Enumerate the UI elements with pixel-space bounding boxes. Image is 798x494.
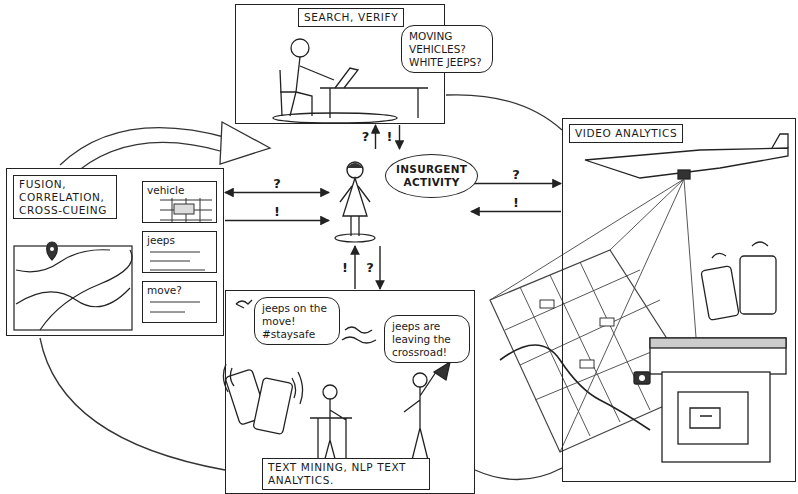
social-sketch — [236, 300, 252, 308]
tweet-text: jeeps are leaving the crossroad! — [392, 320, 462, 358]
connector-group — [225, 125, 561, 289]
tweet-text: jeeps on the move! #staysafe — [262, 302, 332, 340]
panel-ground — [225, 290, 475, 494]
panel-heading: SEARCH, VERIFY — [298, 8, 404, 27]
social-sketch — [223, 364, 302, 404]
search-panel: SEARCH, VERIFYMOVING VEHICLES? WHITE JEE… — [235, 4, 445, 124]
camera-footprint — [600, 318, 614, 326]
edge-label: ! — [511, 196, 521, 210]
drone-sketch — [772, 134, 788, 148]
social-sketch — [404, 372, 436, 460]
analyst-at-desk — [335, 68, 358, 88]
card-text: move? — [147, 284, 212, 297]
device-sketch — [634, 372, 650, 384]
social-sketch — [323, 385, 337, 399]
camera-footprint — [580, 360, 594, 368]
map-sketch — [14, 242, 132, 330]
device-sketch — [650, 338, 786, 374]
panel-heading: VIDEO ANALYTICS — [569, 124, 683, 143]
panel-ground — [562, 118, 796, 482]
result-card: jeeps — [142, 231, 217, 273]
camera-footprint — [500, 345, 650, 430]
map-sketch — [47, 242, 58, 260]
panel-ground — [6, 4, 796, 494]
thought-bubble: INSURGENT ACTIVITY — [385, 154, 478, 198]
analyst-at-desk — [291, 39, 309, 57]
edge-label: ? — [360, 130, 372, 144]
social-sketch — [413, 373, 427, 387]
flow-arrow — [399, 125, 400, 149]
social-sketch — [342, 327, 376, 343]
card-sketch — [160, 198, 212, 222]
device-sketch — [639, 375, 645, 381]
device-sketch — [650, 338, 786, 348]
flow-arrow — [375, 125, 376, 149]
analyst-figure — [330, 150, 390, 245]
card-sketch — [150, 302, 200, 312]
edge-label: ? — [510, 168, 522, 182]
result-card: vehicle — [142, 181, 217, 223]
map-sketch — [16, 250, 110, 272]
panel-heading: TEXT MINING, NLP TEXT ANALYTICS. — [262, 458, 430, 490]
cycle-arrow — [446, 95, 562, 130]
cycle-arrow — [40, 338, 225, 470]
device-sketch — [662, 372, 770, 462]
panel-ground — [6, 168, 224, 336]
flow-arrow — [471, 211, 561, 212]
result-card: move? — [142, 281, 217, 323]
edge-label: ! — [340, 261, 350, 275]
flow-arrow — [354, 246, 355, 289]
device-sketch — [740, 256, 776, 314]
edge-label: ! — [385, 130, 395, 144]
camera-footprint — [540, 300, 554, 308]
map-sketch — [14, 246, 132, 330]
analyst-at-desk — [273, 113, 397, 123]
map-sketch — [50, 247, 54, 251]
edge-label: ? — [271, 177, 283, 191]
cycle-arrow — [475, 468, 562, 480]
analyst-at-desk — [320, 88, 428, 118]
card-sketch — [150, 252, 205, 270]
cycle-arrow — [220, 122, 270, 164]
drone-sketch — [678, 170, 690, 179]
device-sketch — [678, 392, 748, 444]
tweet-bubble: jeeps are leaving the crossroad! — [384, 315, 470, 363]
bubble-text: MOVING VEHICLES? WHITE JEEPS? — [409, 30, 485, 68]
card-text: vehicle — [147, 184, 212, 197]
fusion-panel: FUSION, CORRELATION, CROSS-CUEING vehicle… — [6, 168, 224, 336]
analyst-at-desk — [290, 57, 334, 116]
speech-bubble: MOVING VEHICLES? WHITE JEEPS? — [401, 25, 493, 73]
analyst-figure — [343, 178, 367, 216]
device-sketch — [690, 408, 720, 428]
card-sketch — [174, 204, 194, 214]
card-text: jeeps — [147, 234, 212, 247]
social-sketch — [434, 362, 450, 380]
analyst-figure — [347, 163, 363, 168]
analyst-figure — [335, 234, 375, 242]
drone-sketch — [585, 148, 788, 178]
social-sketch — [253, 377, 293, 434]
flow-arrow — [225, 192, 329, 193]
analyst-figure — [347, 162, 363, 178]
edge-label: ? — [364, 261, 376, 275]
device-sketch — [701, 266, 739, 320]
edge-label: ! — [272, 205, 282, 219]
analyst-figure — [340, 186, 370, 236]
analyst-node: INSURGENT ACTIVITY — [330, 150, 470, 245]
device-sketch — [712, 242, 768, 258]
flow-arrow — [471, 183, 561, 184]
flow-arrow — [225, 220, 329, 221]
panel-heading: FUSION, CORRELATION, CROSS-CUEING — [13, 175, 117, 219]
analyst-at-desk — [280, 70, 296, 116]
device-sketch — [634, 242, 786, 462]
tweet-bubble: jeeps on the move! #staysafe — [254, 297, 340, 345]
flow-arrow — [379, 246, 380, 289]
text-mining-panel: TEXT MINING, NLP TEXT ANALYTICS. jeeps on… — [225, 290, 475, 494]
video-panel: VIDEO ANALYTICS — [562, 118, 796, 482]
map-sketch — [40, 250, 132, 330]
